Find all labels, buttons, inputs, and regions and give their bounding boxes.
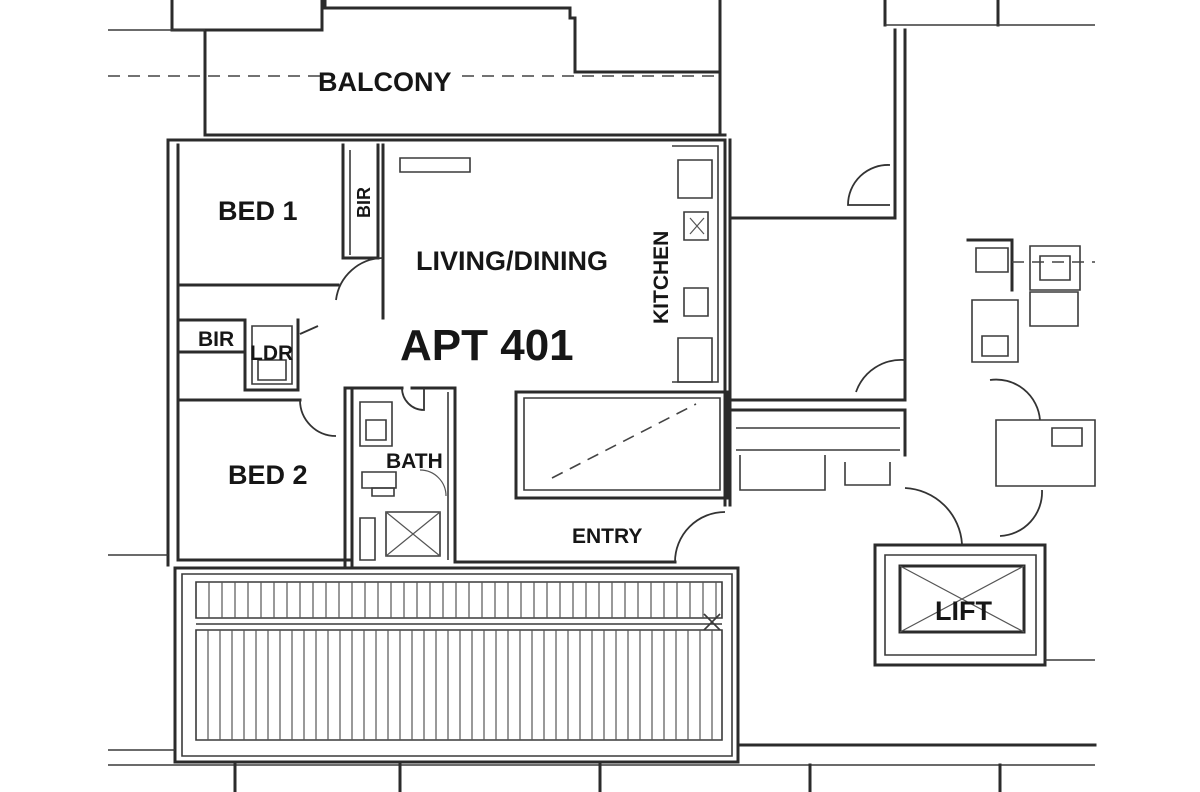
island-bench bbox=[514, 390, 730, 500]
interior-walls bbox=[176, 143, 457, 567]
bir1-label: BIR bbox=[354, 187, 374, 218]
living-dining-label: LIVING/DINING bbox=[416, 246, 608, 276]
entry-label: ENTRY bbox=[572, 525, 642, 548]
rack-slats-top bbox=[208, 582, 717, 618]
lower-context bbox=[108, 743, 1097, 792]
bathroom-fixtures bbox=[359, 401, 447, 561]
lift-label: LIFT bbox=[935, 596, 992, 626]
kitchen-label: KITCHEN bbox=[650, 231, 673, 324]
door-swings bbox=[299, 164, 891, 563]
neighbour-unit bbox=[966, 238, 1096, 487]
ldr-label: LDR bbox=[250, 342, 293, 365]
balcony-area bbox=[108, 0, 1095, 137]
bed2-label: BED 2 bbox=[228, 460, 308, 490]
kitchen-cabinets bbox=[399, 145, 719, 383]
bath-label: BATH bbox=[386, 450, 443, 473]
rack-slats-bottom bbox=[207, 630, 713, 740]
bir2-label: BIR bbox=[198, 328, 234, 351]
storage-racks bbox=[173, 566, 740, 764]
apartment-title: APT 401 bbox=[400, 321, 574, 370]
corridor-walls bbox=[728, 28, 1043, 545]
bed1-label: BED 1 bbox=[218, 196, 298, 226]
balcony-label: BALCONY bbox=[318, 67, 452, 97]
lift-core bbox=[873, 543, 1095, 667]
